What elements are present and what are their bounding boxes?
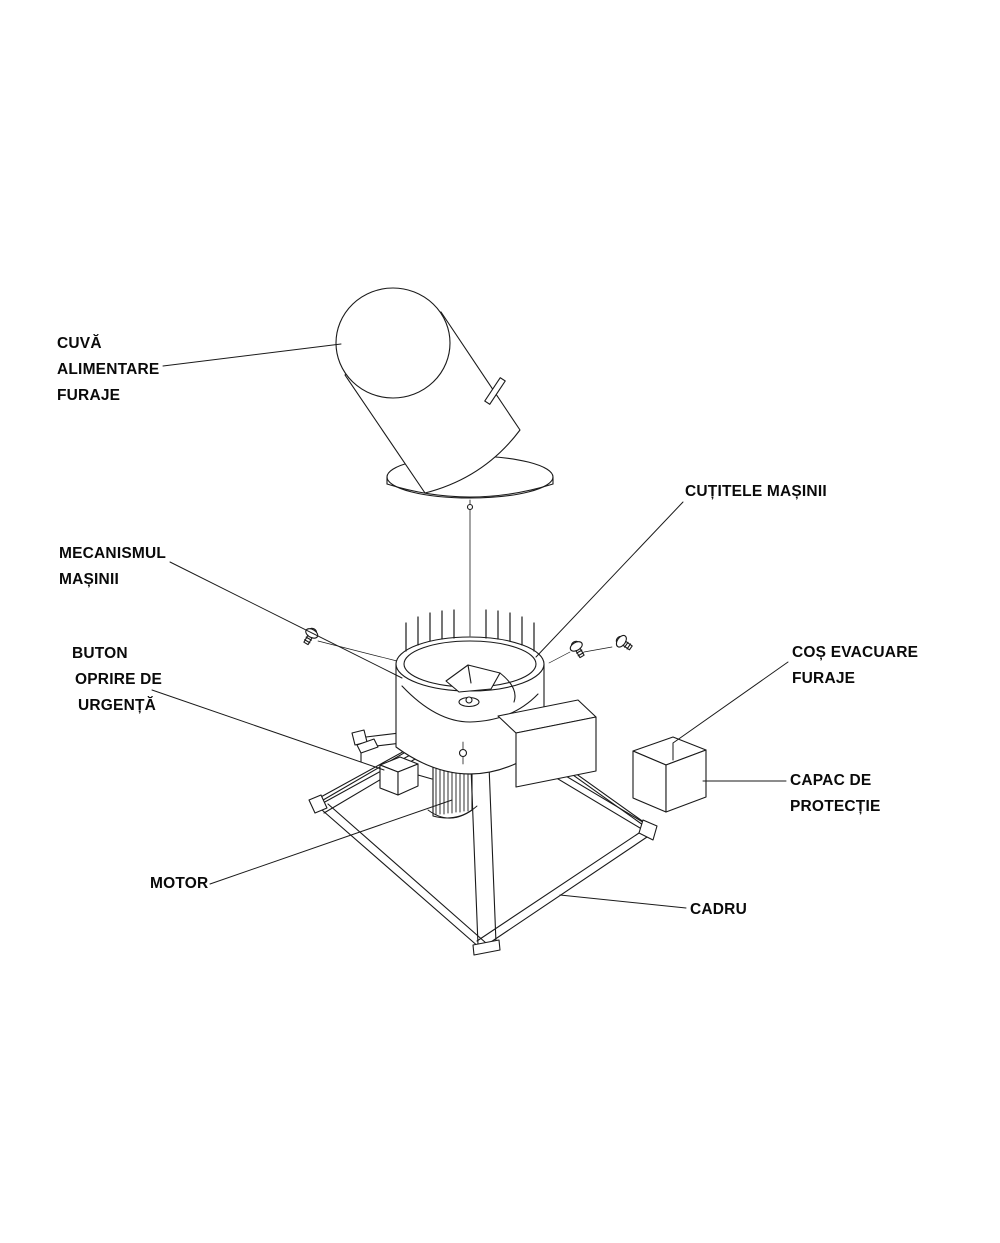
label-discharge-chute: COȘ EVACUARE FURAJE [792, 640, 918, 692]
label-line: CUȚITELE MAȘINII [685, 483, 827, 500]
feed-hopper-drawing [335, 287, 521, 494]
bolt-icon [612, 632, 636, 654]
knife-blades-drawing [405, 609, 535, 652]
leader-motor [209, 799, 453, 885]
discharge-chute-drawing [497, 699, 597, 788]
label-line: CAPAC DE [790, 772, 872, 789]
frame-front-leg [469, 739, 501, 956]
label-line: BUTON [72, 645, 128, 662]
bolt-icon [567, 638, 589, 661]
leader-cuva [162, 343, 342, 367]
label-line: CUVĂ [57, 335, 102, 352]
label-knives: CUȚITELE MAȘINII [685, 479, 827, 505]
protective-cover-drawing [632, 736, 707, 813]
leader-mecanismul [169, 561, 403, 679]
assembly-centerline [466, 499, 474, 637]
label-emergency-stop: BUTON OPRIRE DE URGENȚĂ [72, 641, 162, 719]
label-line: PROTECȚIE [790, 798, 881, 815]
label-mechanism: MECANISMUL MAȘINII [59, 541, 166, 593]
leader-cadru [559, 894, 687, 909]
label-line: CADRU [690, 901, 747, 918]
label-line: URGENȚĂ [78, 697, 157, 714]
label-motor: MOTOR [150, 871, 208, 897]
label-protective-cover: CAPAC DE PROTECȚIE [790, 768, 881, 820]
label-line: FURAJE [792, 670, 856, 687]
label-line: MECANISMUL [59, 545, 167, 562]
leader-cutitele [535, 501, 684, 658]
leader-cos [672, 661, 789, 761]
label-line: ALIMENTARE [57, 361, 160, 378]
label-line: COȘ EVACUARE [792, 644, 919, 661]
label-line: FURAJE [57, 387, 121, 404]
leader-lines [151, 343, 789, 909]
label-feed-hopper: CUVĂ ALIMENTARE FURAJE [57, 331, 159, 409]
bolts [299, 625, 636, 664]
label-line: MAȘINII [59, 571, 119, 588]
machine-drum-drawing [395, 609, 545, 775]
emergency-stop-button-drawing [356, 738, 433, 796]
label-line: OPRIRE DE [75, 671, 163, 688]
label-frame: CADRU [690, 897, 747, 923]
leader-buton [151, 689, 385, 771]
label-line: MOTOR [150, 875, 209, 892]
